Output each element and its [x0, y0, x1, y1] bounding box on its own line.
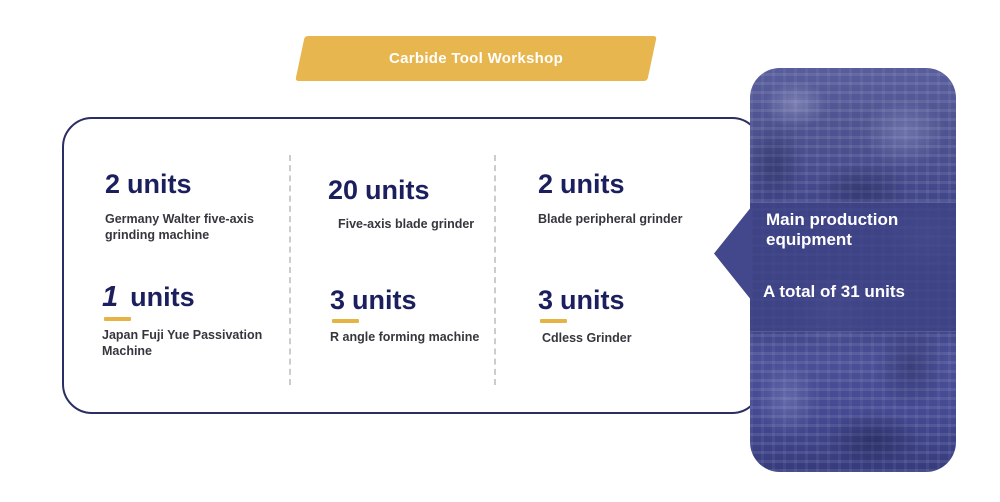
stat-count: 1 — [102, 281, 119, 313]
stat-label: Five-axis blade grinder — [338, 216, 475, 231]
stat-count: 20 — [328, 175, 359, 205]
stat-block-passivation-machine: 1 units Japan Fuji Yue Passivation Machin… — [102, 281, 272, 359]
stat-unit: units — [130, 282, 195, 312]
panel-text-band — [750, 202, 956, 332]
stat-label: R angle forming machine — [330, 329, 480, 344]
stat-unit: units — [127, 169, 192, 199]
panel-title: Main production equipment — [766, 210, 899, 250]
stat-unit: units — [560, 285, 625, 315]
gold-underline — [104, 316, 131, 321]
stat-label: Cdless Grinder — [542, 330, 632, 345]
stat-label: Blade peripheral grinder — [538, 211, 683, 226]
stat-unit: units — [352, 285, 417, 315]
column-divider — [494, 155, 496, 385]
gold-underline — [332, 318, 359, 323]
workshop-banner: Carbide Tool Workshop — [295, 36, 657, 81]
equipment-summary-panel: Main production equipment A total of 31 … — [750, 68, 956, 472]
stat-unit: units — [365, 175, 430, 205]
stat-count: 3 — [330, 285, 346, 315]
stat-label: Japan Fuji Yue Passivation Machine — [102, 327, 263, 358]
stat-count: 3 — [538, 285, 554, 315]
stat-label: Germany Walter five-axis grinding machin… — [105, 211, 254, 242]
panel-subtitle: A total of 31 units — [763, 282, 905, 301]
column-divider — [289, 155, 291, 385]
stat-unit: units — [560, 169, 625, 199]
equipment-stats-card — [62, 117, 762, 414]
stat-count: 2 — [105, 169, 121, 199]
stat-count-line: 1 units — [102, 281, 272, 314]
gold-underline — [540, 318, 567, 323]
stat-count: 2 — [538, 169, 554, 199]
banner-label: Carbide Tool Workshop — [388, 50, 564, 67]
